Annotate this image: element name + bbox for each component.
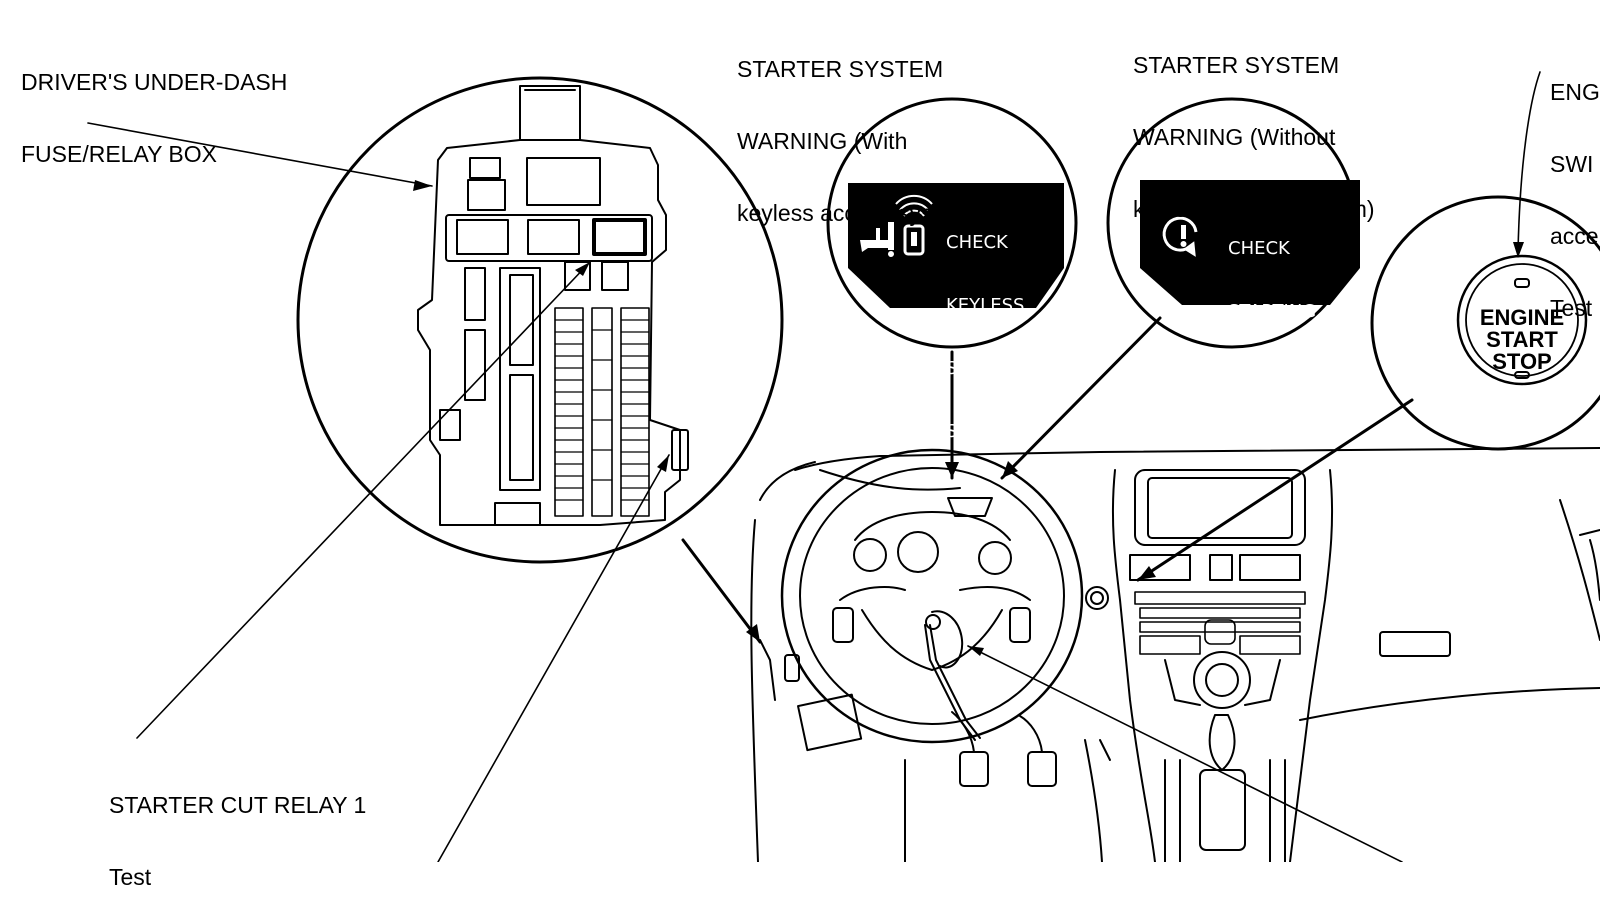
starting-panel-text: CHECK STARTING SYSTEM xyxy=(1228,196,1316,406)
warning-with-keyless-line: STARTER SYSTEM xyxy=(737,56,944,82)
warning-without-keyless-line: WARNING (Without xyxy=(1133,124,1336,150)
starter-cut-relay-line: STARTER CUT RELAY 1 xyxy=(109,792,367,818)
starter-system-diagram xyxy=(87,71,1600,862)
engine-switch-line: ENG xyxy=(1550,79,1600,105)
engine-switch-callout xyxy=(1370,195,1600,451)
fuse-box-illustration xyxy=(296,76,784,564)
starting-warning-panel xyxy=(1140,180,1360,305)
starter-cut-relay-label: STARTER CUT RELAY 1 Test xyxy=(109,745,366,913)
engine-button-line: START xyxy=(1486,327,1558,352)
warning-without-keyless-label: STARTER SYSTEM WARNING (Without keyless … xyxy=(1133,5,1375,245)
engine-switch-line: acce xyxy=(1550,223,1599,249)
starting-panel-line: STARTING xyxy=(1228,301,1317,322)
keyless-warning-panel xyxy=(848,183,1064,308)
keyless-panel-line: KEYLESS xyxy=(946,295,1025,316)
fuse-box-label-line: FUSE/RELAY BOX xyxy=(21,141,217,167)
key-signal-warning-icon xyxy=(860,194,933,257)
keyless-panel-line: CHECK xyxy=(946,232,1008,253)
starting-panel-line: CHECK xyxy=(1228,238,1290,259)
warning-without-keyless-line: keyless access system) xyxy=(1133,196,1375,222)
keyless-panel-text: CHECK KEYLESS STARTING SYSTEM xyxy=(946,190,1034,463)
engine-switch-line: SWI xyxy=(1550,151,1594,177)
keyless-warning-callout xyxy=(826,97,1078,349)
dashboard-illustration xyxy=(750,447,1600,862)
engine-switch-line: Test xyxy=(1550,295,1593,321)
keyless-panel-line: SYSTEM xyxy=(946,421,1018,442)
keyless-panel-line: STARTING xyxy=(946,358,1035,379)
start-warning-icon xyxy=(1162,216,1198,257)
engine-button-line: STOP xyxy=(1492,349,1552,374)
fuse-box-label: DRIVER'S UNDER-DASH FUSE/RELAY BOX xyxy=(21,22,287,190)
warning-with-keyless-line: WARNING (With xyxy=(737,128,908,154)
starting-panel-line: SYSTEM xyxy=(1228,364,1300,385)
warning-with-keyless-line: keyless access system) xyxy=(737,200,979,226)
engine-switch-label: ENG SWI acce Test xyxy=(1550,32,1600,344)
warning-without-keyless-line: STARTER SYSTEM xyxy=(1133,52,1340,78)
warning-with-keyless-label: STARTER SYSTEM WARNING (With keyless acc… xyxy=(737,9,979,249)
engine-button-line: ENGINE xyxy=(1479,305,1565,330)
starter-cut-relay-line: Test xyxy=(109,864,152,890)
engine-start-stop-button: ENGINE START STOP xyxy=(1472,307,1572,373)
fuse-box-label-line: DRIVER'S UNDER-DASH xyxy=(21,69,288,95)
